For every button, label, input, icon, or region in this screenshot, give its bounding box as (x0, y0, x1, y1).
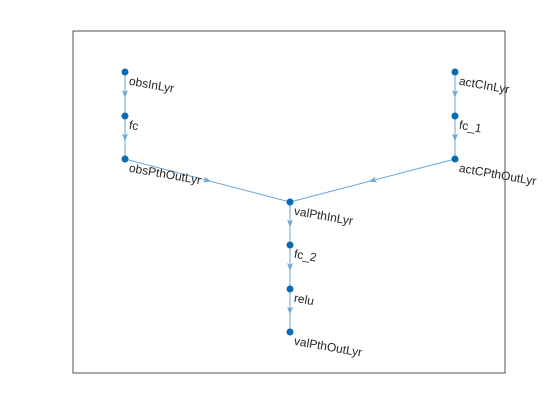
edge-arrowhead-icon (452, 133, 458, 142)
node-relu[interactable] (286, 285, 294, 293)
node-label-fc: fc (128, 118, 140, 133)
edge-arrowhead-icon (122, 133, 128, 142)
edge-arrowhead-icon (287, 263, 293, 271)
edge-arrowhead-icon (287, 219, 293, 228)
node-label-relu: relu (293, 291, 315, 308)
edges-layer (122, 72, 458, 332)
node-fc_2[interactable] (286, 241, 294, 249)
node-label-fc_1: fc_1 (458, 118, 483, 136)
node-actCPthOutLyr[interactable] (451, 155, 459, 163)
edge-arrowhead-icon (122, 90, 128, 98)
edge-arrowhead-icon (202, 176, 212, 183)
node-obsInLyr[interactable] (121, 68, 129, 76)
node-valPthInLyr[interactable] (286, 198, 294, 206)
node-fc_1[interactable] (451, 112, 459, 120)
node-obsPthOutLyr[interactable] (121, 155, 129, 163)
node-valPthOutLyr[interactable] (286, 328, 294, 336)
edge-arrowhead-icon (368, 176, 378, 183)
nodes-layer (121, 68, 459, 336)
node-actCInLyr[interactable] (451, 68, 459, 76)
node-label-fc_2: fc_2 (293, 247, 318, 265)
edge-arrowhead-icon (287, 306, 293, 315)
edge-arrowhead-icon (452, 90, 458, 98)
node-fc[interactable] (121, 112, 129, 120)
